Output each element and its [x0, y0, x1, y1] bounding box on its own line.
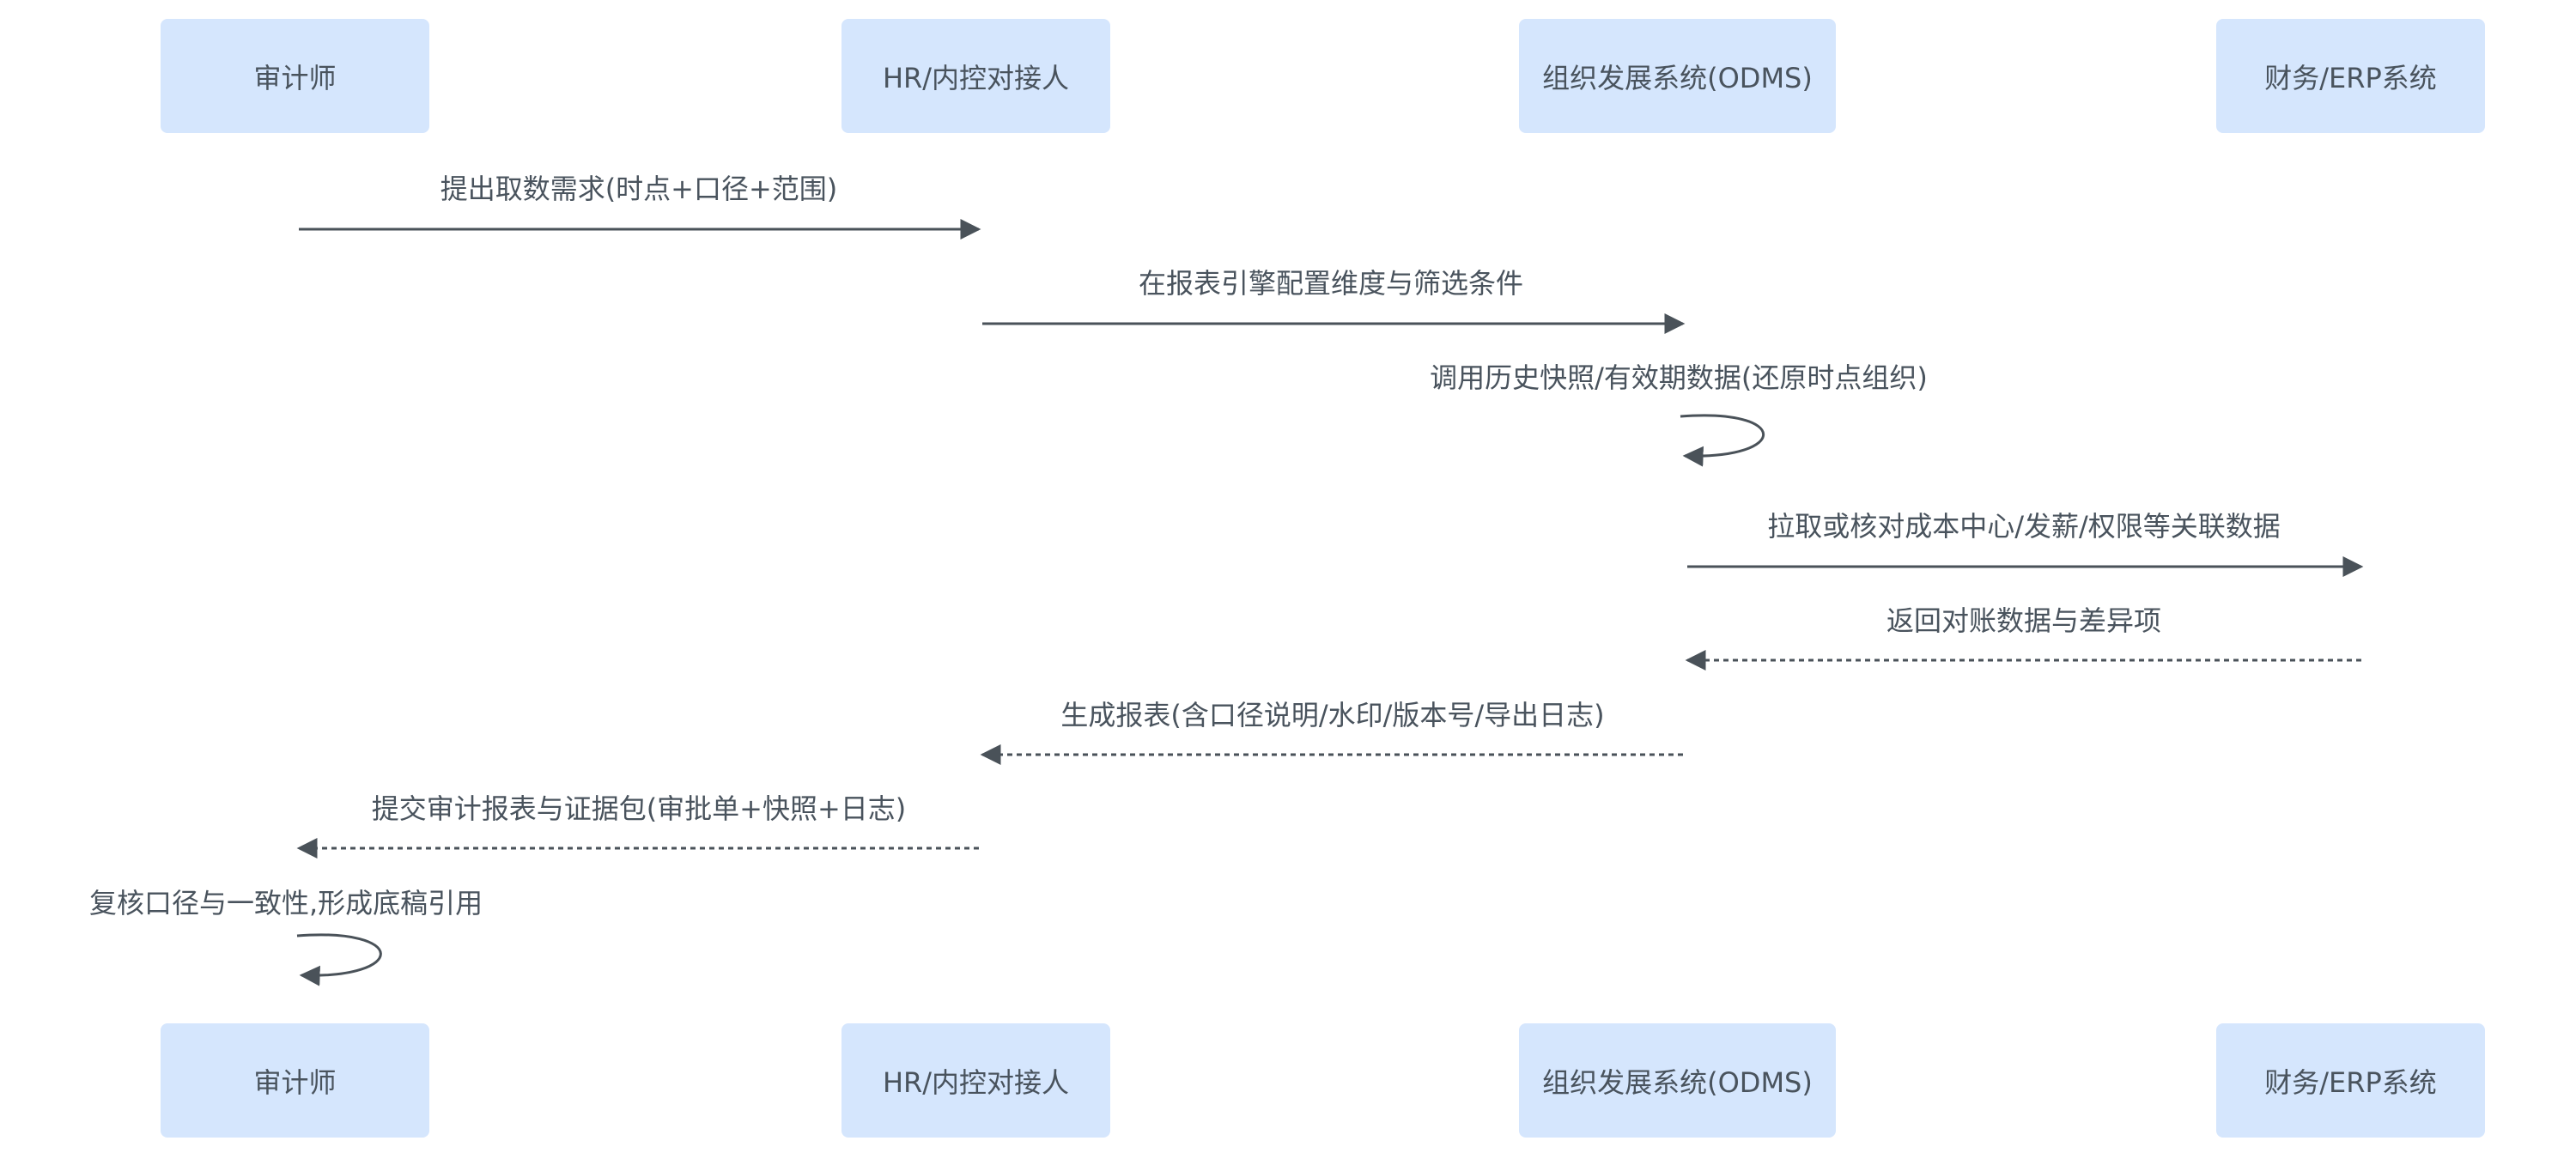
- participant-erp-bottom: 财务/ERP系统: [2216, 1023, 2485, 1138]
- message-label-7: 提交审计报表与证据包(审批单+快照+日志): [371, 792, 907, 825]
- message-label-3: 调用历史快照/有效期数据(还原时点组织): [1430, 361, 1928, 394]
- participant-auditor-bottom: 审计师: [161, 1023, 429, 1138]
- participant-odms-bottom: 组织发展系统(ODMS): [1519, 1023, 1836, 1138]
- participant-label: 财务/ERP系统: [2264, 1065, 2437, 1099]
- participant-label: HR/内控对接人: [882, 1065, 1070, 1099]
- participant-label: 组织发展系统(ODMS): [1542, 61, 1813, 94]
- participant-label: 组织发展系统(ODMS): [1542, 1065, 1813, 1099]
- message-self-arrow-3: [1680, 414, 1765, 467]
- participant-label: HR/内控对接人: [882, 61, 1070, 94]
- message-label-4: 拉取或核对成本中心/发薪/权限等关联数据: [1767, 510, 2281, 543]
- participant-auditor-top: 审计师: [161, 19, 429, 133]
- message-label-2: 在报表引擎配置维度与筛选条件: [1138, 267, 1524, 300]
- participant-label: 审计师: [253, 61, 337, 94]
- participant-erp-top: 财务/ERP系统: [2216, 19, 2485, 133]
- message-label-6: 生成报表(含口径说明/水印/版本号/导出日志): [1060, 699, 1605, 731]
- participant-hr-bottom: HR/内控对接人: [841, 1023, 1110, 1138]
- participant-odms-top: 组织发展系统(ODMS): [1519, 19, 1836, 133]
- message-label-1: 提出取数需求(时点+口径+范围): [440, 173, 838, 205]
- message-label-5: 返回对账数据与差异项: [1886, 604, 2162, 637]
- message-label-8: 复核口径与一致性,形成底稿引用: [89, 887, 483, 919]
- participant-label: 审计师: [253, 1065, 337, 1099]
- participant-hr-top: HR/内控对接人: [841, 19, 1110, 133]
- message-self-arrow-8: [296, 933, 382, 986]
- participant-label: 财务/ERP系统: [2264, 61, 2437, 94]
